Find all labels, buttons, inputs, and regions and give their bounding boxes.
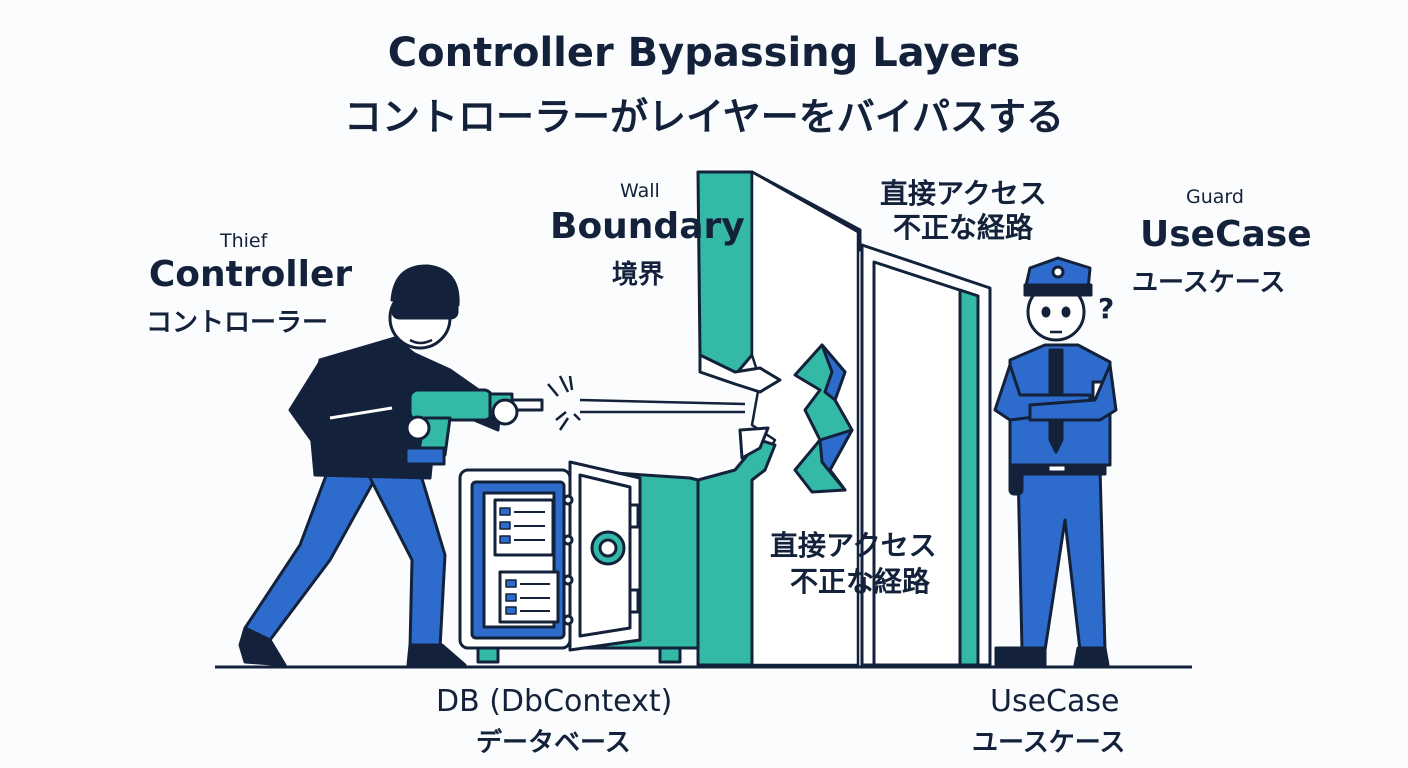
db-name-ja-label: データベース <box>476 728 631 758</box>
thief-name-ja-label: コントローラー <box>146 308 329 338</box>
guard-figure <box>993 256 1118 667</box>
guard-name-label: UseCase <box>1140 214 1312 255</box>
thief-figure <box>238 264 502 667</box>
drill-icon <box>404 388 544 466</box>
door-icon <box>860 243 992 667</box>
svg-text:?: ? <box>1098 292 1114 325</box>
guard-role-label: Guard <box>1186 186 1244 208</box>
wall-role-label: Wall <box>620 180 660 202</box>
question-mark-icon: ? <box>1098 292 1114 325</box>
safe-icon <box>458 460 700 664</box>
guard-name-ja-label: ユースケース <box>1132 268 1286 298</box>
title-ja: コントローラーがレイヤーをバイパスする <box>343 95 1065 139</box>
thief-name-label: Controller <box>148 254 353 295</box>
direct-access-top-line1: 直接アクセス <box>880 177 1047 210</box>
direct-access-mid-line1: 直接アクセス <box>770 529 937 562</box>
door-name-ja-label: ユースケース <box>972 728 1126 758</box>
drill-beam <box>547 375 746 431</box>
thief-role-label: Thief <box>220 230 268 252</box>
direct-access-top-line2: 不正な経路 <box>893 211 1034 244</box>
wall-name-label: Boundary <box>550 206 745 247</box>
direct-access-mid-line2: 不正な経路 <box>790 565 931 598</box>
db-name-label: DB (DbContext) <box>436 684 673 719</box>
door-name-label: UseCase <box>990 684 1120 719</box>
title-en: Controller Bypassing Layers <box>387 30 1021 76</box>
wall-name-ja-label: 境界 <box>612 260 665 290</box>
boundary-wall <box>696 170 862 667</box>
